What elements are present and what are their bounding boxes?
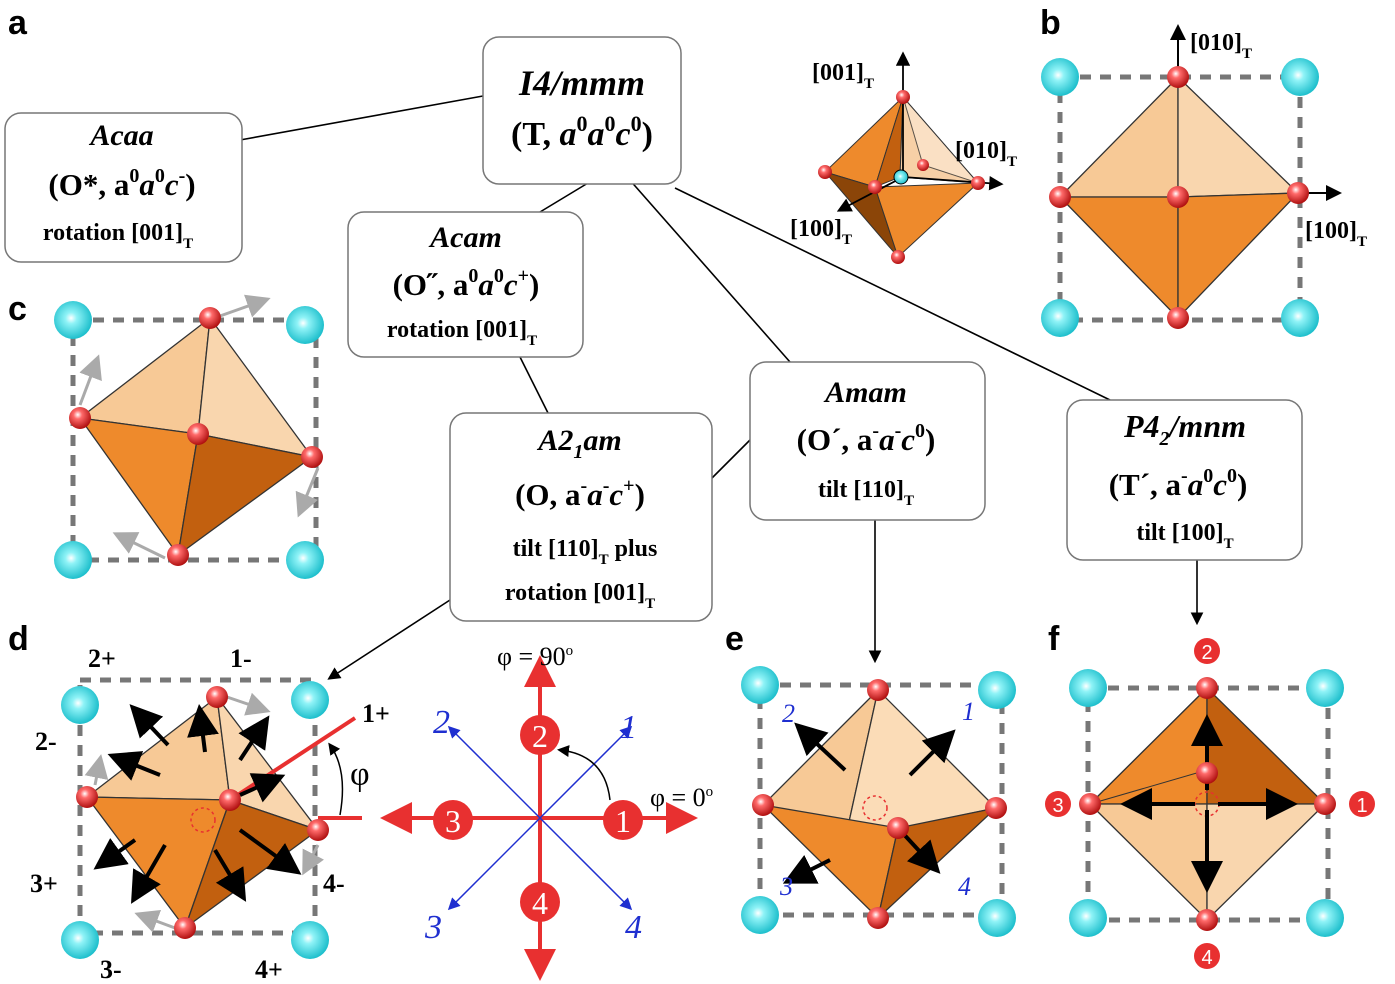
d-phi-label: φ [350,756,370,793]
amam-operation: tilt [110]T [818,477,914,509]
acaa-spacegroup: Acaa [88,119,153,152]
box-acam: Acam (O˝, a0a0c+) rotation [001]T [347,211,584,358]
box-p42mnm: P42/mnm (T´, a-a0c0) tilt [100]T [1066,399,1303,561]
panel-label-c: c [8,290,27,328]
link-i4mmm-p42mnm [674,187,1111,401]
panel-c-octahedron [54,294,324,579]
f-red-4: 4 [1201,947,1212,969]
amam-glazer: (O´, a-a-c0) [797,420,936,457]
compass-phi90: φ = 90o [497,642,573,671]
f-red-2: 2 [1201,642,1212,664]
compass-red-3: 3 [445,803,461,839]
d-label-1plus: 1+ [362,699,390,728]
d-label-2minus: 2- [35,727,57,756]
link-amam-a21am [711,439,751,479]
box-i4mmm: I4/mmm (T, a0a0c0) [482,36,682,185]
d-label-3minus: 3- [100,955,122,984]
acaa-glazer: (O*, a0a0c-) [48,165,195,202]
amam-spacegroup: Amam [823,376,907,409]
panel-b-octahedron [1041,24,1342,337]
f-red-3: 3 [1052,795,1063,817]
d-label-1minus: 1- [230,644,252,673]
panel-f-octahedron [1045,638,1375,969]
compass-blue-4: 4 [625,909,642,946]
a21am-operation-2: rotation [001]T [505,580,655,612]
a21am-spacegroup: A21am [536,424,621,463]
a21am-glazer: (O, a-a-c+) [515,475,645,512]
compass-blue-2: 2 [433,704,450,741]
box-a21am: A21am (O, a-a-c+) tilt [110]T plus rotat… [449,412,713,622]
p42mnm-operation: tilt [100]T [1136,520,1233,552]
panel-label-b: b [1040,4,1061,42]
acam-operation: rotation [001]T [387,317,537,349]
compass-red-2: 2 [532,718,548,754]
arrow-a21am-d [327,599,451,680]
axis-010-label: [010]T [955,138,1017,170]
box-acaa: Acaa (O*, a0a0c-) rotation [001]T [4,112,243,263]
compass-blue-1: 1 [620,709,637,746]
panel-label-a: a [8,4,28,42]
d-label-4minus: 4- [323,869,345,898]
f-red-1: 1 [1356,795,1367,817]
i4mmm-spacegroup: I4/mmm [518,63,645,103]
a21am-operation-1: tilt [110]T plus [513,536,658,568]
box-amam: Amam (O´, a-a-c0) tilt [110]T [749,361,986,521]
acam-glazer: (O˝, a0a0c+) [393,265,540,302]
compass-diagram [380,655,698,981]
link-i4mmm-acaa [239,95,484,141]
compass-blue-3: 3 [424,909,442,946]
d-label-2plus: 2+ [88,644,116,673]
d-label-4plus: 4+ [255,955,283,984]
axis-001-label: [001]T [812,60,874,92]
compass-phi0: φ = 0o [650,783,713,812]
p42mnm-spacegroup: P42/mnm [1123,408,1246,450]
compass-red-1: 1 [615,803,631,839]
i4mmm-glazer: (T, a0a0c0) [511,111,653,153]
octahedron-3d [818,51,1004,264]
link-acam-a21am [519,356,549,414]
panel-label-f: f [1048,620,1060,658]
panel-label-d: d [8,620,29,658]
panel-b-axis-100: [100]T [1305,218,1367,250]
panel-e-octahedron [741,666,1016,937]
panel-d-octahedron [61,677,362,959]
d-label-3plus: 3+ [30,869,58,898]
e-blue-1: 1 [962,697,975,726]
link-i4mmm-acam [539,182,589,213]
e-blue-4: 4 [958,872,971,901]
link-i4mmm-amam [627,177,791,363]
p42mnm-glazer: (T´, a-a0c0) [1109,465,1248,502]
panel-label-e: e [725,620,744,658]
compass-red-4: 4 [532,885,548,921]
e-blue-3: 3 [779,872,793,901]
acaa-operation: rotation [001]T [43,220,193,252]
e-blue-2: 2 [782,699,795,728]
acam-spacegroup: Acam [428,221,502,254]
axis-100-label: [100]T [790,216,852,248]
panel-b-axis-010: [010]T [1190,30,1252,62]
